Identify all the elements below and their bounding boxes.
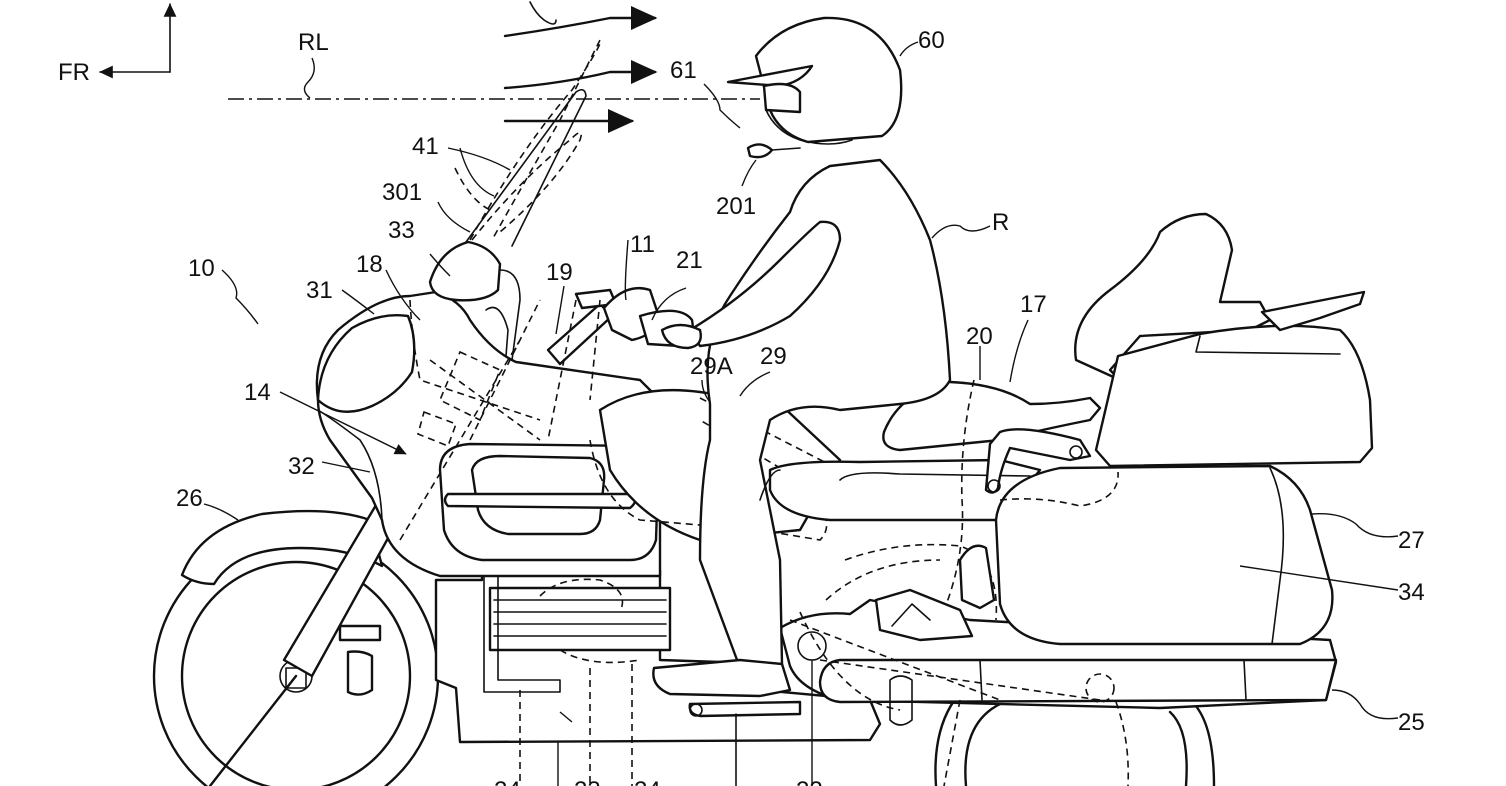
label-31: 31	[306, 277, 333, 304]
seat-rear-body	[768, 379, 1102, 621]
label-21: 21	[676, 247, 703, 274]
label-24-left: 24	[494, 777, 521, 786]
front-fairing	[315, 88, 662, 578]
label-14: 14	[244, 379, 271, 406]
label-26: 26	[176, 485, 203, 512]
label-29: 29	[760, 343, 787, 370]
label-34: 34	[1398, 579, 1425, 606]
label-60: 60	[918, 27, 945, 54]
front-fork	[208, 503, 400, 786]
airflow-arrows	[503, 1, 658, 133]
direction-label: FR	[58, 59, 90, 86]
label-11: 11	[630, 231, 655, 258]
label-25: 25	[1398, 709, 1425, 736]
direction-indicator	[99, 3, 177, 79]
label-61: 61	[670, 57, 697, 84]
leader-lines	[203, 41, 1399, 786]
handlebar	[546, 286, 694, 441]
label-20: 20	[966, 323, 993, 350]
label-23: 23	[574, 777, 601, 786]
label-19: 19	[546, 259, 573, 286]
label-33: 33	[388, 217, 415, 244]
label-201: 201	[716, 193, 756, 220]
label-29A: 29A	[690, 353, 733, 380]
windscreen-outline	[454, 39, 602, 241]
saddlebag	[874, 464, 1334, 646]
rider	[652, 158, 952, 698]
engine-lower	[434, 567, 882, 786]
label-22: 22	[796, 777, 823, 786]
label-41: 41	[412, 133, 439, 160]
label-17: 17	[1020, 291, 1047, 318]
label-301: 301	[382, 179, 422, 206]
label-32: 32	[288, 453, 315, 480]
label-27: 27	[1398, 527, 1425, 554]
footrest	[688, 700, 802, 718]
callout-labels: FR RL R 60 61 201 41 301 33 10 18 19 11 …	[58, 27, 1425, 786]
reference-line-label: RL	[298, 29, 329, 56]
label-10: 10	[188, 255, 215, 282]
helmet	[726, 16, 903, 159]
label-18: 18	[356, 251, 383, 278]
label-24-right: 24	[634, 777, 661, 786]
top-box	[1074, 212, 1374, 468]
rider-label: R	[992, 209, 1009, 236]
